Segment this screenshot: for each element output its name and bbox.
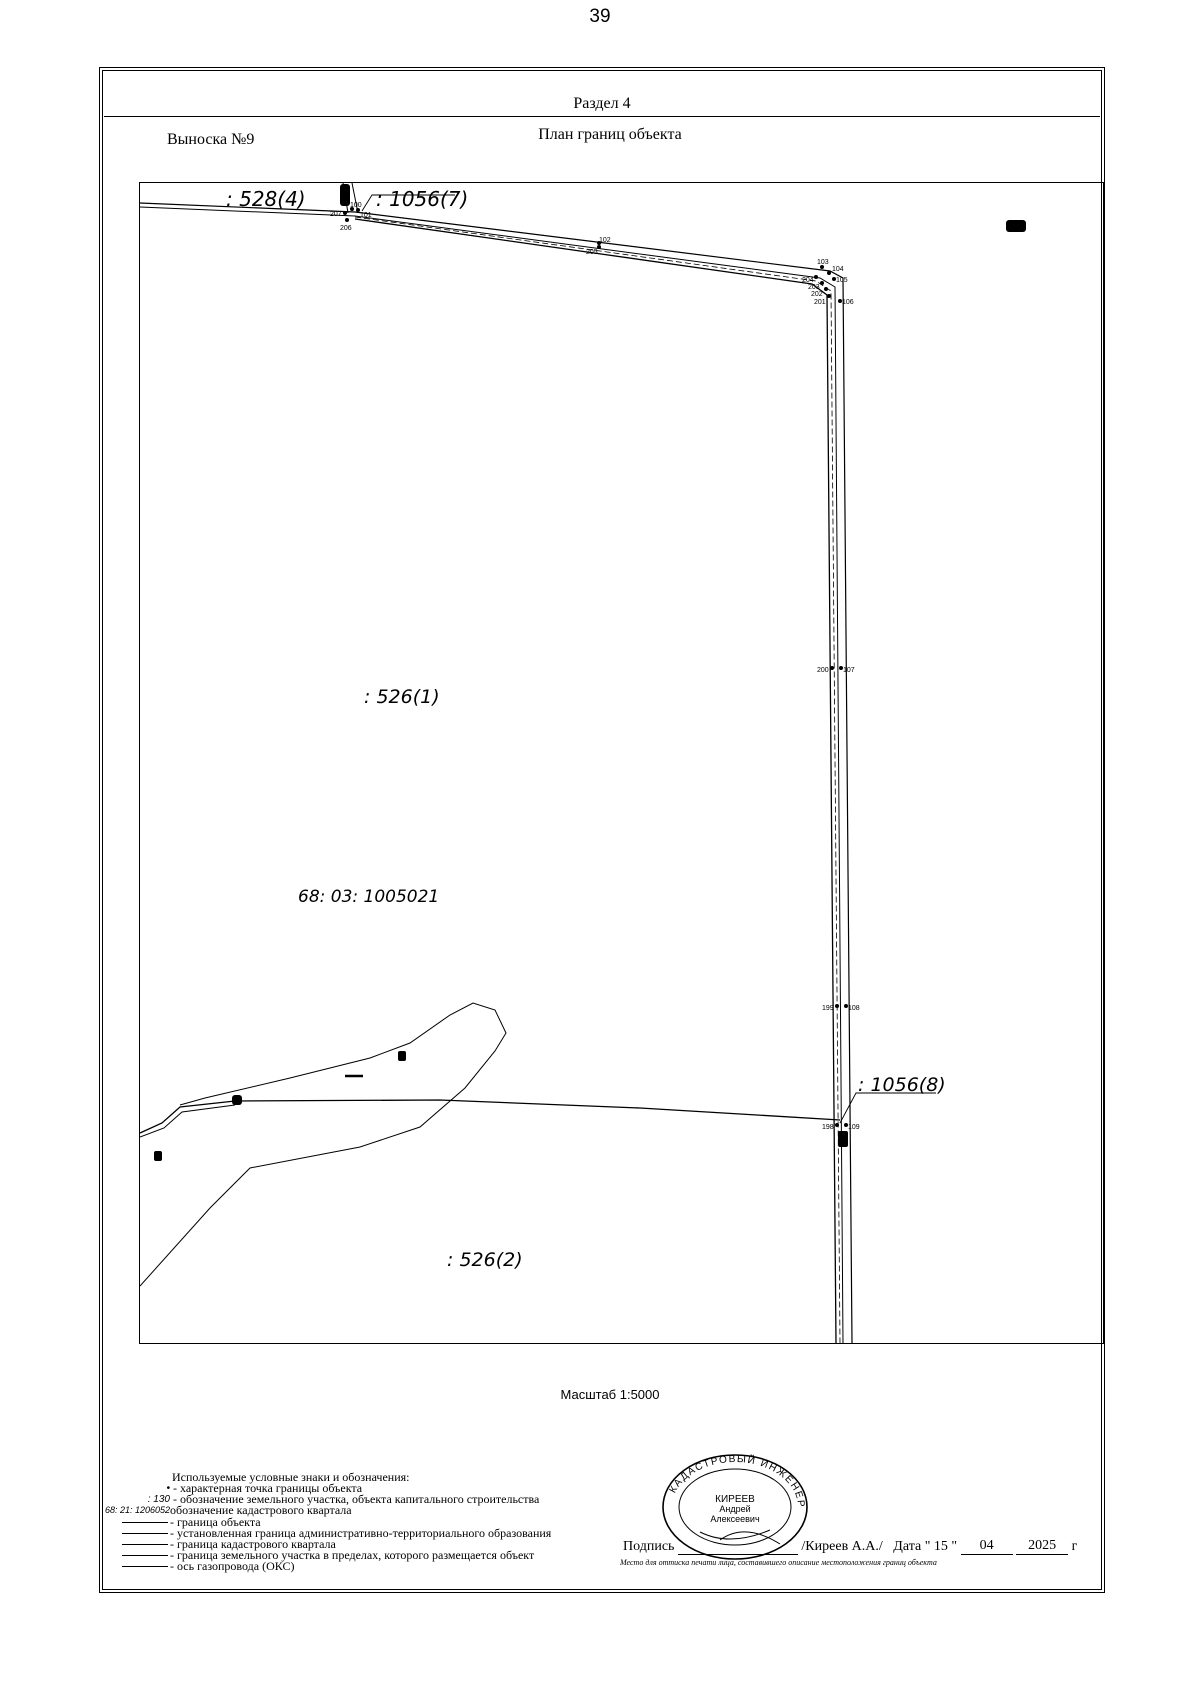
plan-title: План границ объекта (538, 126, 682, 143)
document-frame (102, 70, 1102, 1590)
legend-item: - граница кадастрового квартала (100, 1538, 640, 1550)
svg-text:Алексеевич: Алексеевич (710, 1514, 760, 1524)
legend: •- характерная точка границы объекта : 1… (100, 1482, 640, 1573)
signer-name: /Киреев А.А./ (801, 1539, 883, 1554)
black-marker (398, 1051, 406, 1061)
quarter-boundary-top (354, 218, 837, 1343)
svg-text:КИРЕЕВ: КИРЕЕВ (715, 1494, 755, 1505)
black-marker (838, 1131, 848, 1147)
line-symbol-icon (122, 1566, 168, 1568)
leader-line (839, 1092, 936, 1124)
black-marker (1006, 220, 1026, 232)
plot-label-1056-8: : 1056(8) (858, 1074, 946, 1096)
point-label: 204 (802, 277, 814, 284)
date-label: Дата " 15 " (893, 1539, 958, 1554)
point-label: 105 (836, 277, 848, 284)
gas-axis (354, 216, 841, 1343)
plot-label-symbol: : 130 (147, 1494, 170, 1506)
point-label: 104 (832, 266, 844, 273)
point-label: 102 (599, 237, 611, 244)
point-label: 199 (822, 1005, 834, 1012)
point-label: 207 (330, 211, 342, 218)
point-label: 108 (848, 1005, 860, 1012)
line-symbol-icon (122, 1544, 168, 1546)
plot-label-526-2: : 526(2) (447, 1249, 523, 1271)
point-label: 202 (811, 291, 823, 298)
point-label: 101 (360, 212, 372, 219)
date-suffix: г (1071, 1539, 1078, 1554)
page-number: 39 (589, 6, 611, 27)
point-label: 205 (586, 249, 598, 256)
cadastral-quarter-label: 68: 03: 1005021 (298, 887, 439, 907)
plot-label-528-4: : 528(4) (226, 187, 306, 211)
signature-field[interactable] (677, 1554, 798, 1555)
point-label: 107 (843, 667, 855, 674)
date-year: 2025 (1016, 1538, 1069, 1555)
quarter-label-symbol: 68: 21: 1206052 (104, 1505, 170, 1516)
section-title: Раздел 4 (573, 95, 631, 112)
point-label: 109 (848, 1124, 860, 1131)
date-month: 04 (960, 1538, 1013, 1555)
section-header-bar (104, 90, 1100, 117)
point-symbol-icon: • (166, 1483, 170, 1494)
legend-item: - установленная граница административно-… (100, 1527, 640, 1539)
callout-title: Выноска №9 (167, 131, 255, 148)
legend-item: - граница объекта (100, 1515, 640, 1528)
plot-boundary-south (140, 1104, 236, 1138)
legend-item: •- характерная точка границы объекта (100, 1482, 640, 1494)
legend-item: - ось газопровода (ОКС) (100, 1560, 640, 1572)
point-label: 203 (808, 284, 820, 291)
black-marker (340, 184, 350, 206)
quarter-boundary-south (140, 1099, 841, 1134)
plot-label-526-1: : 526(1) (364, 686, 440, 708)
line-symbol-icon (122, 1532, 168, 1534)
point-label: 106 (842, 299, 854, 306)
seal-stamp: КАДАСТРОВЫЙ ИНЖЕНЕР КИРЕЕВ Андрей Алексе… (662, 1453, 808, 1560)
curved-plot-boundary (140, 1002, 507, 1287)
stamp-place-note: Место для оттиска печати лица, составивш… (620, 1558, 937, 1567)
point-label: 103 (817, 259, 829, 266)
legend-item: - граница земельного участка в пределах,… (100, 1549, 640, 1561)
map-frame (139, 182, 1104, 1344)
leader-line (361, 194, 455, 212)
point-label: 201 (814, 299, 826, 306)
object-boundary-top (140, 206, 844, 1343)
legend-item: : 130- обозначение земельного участка, о… (100, 1493, 640, 1506)
black-marker (232, 1095, 242, 1105)
scale-label: Масштаб 1:5000 (560, 1387, 660, 1402)
plot-boundary-top (140, 202, 853, 1343)
plot-label-1056-7: : 1056(7) (376, 187, 468, 211)
point-label: 206 (340, 225, 352, 232)
line-symbol-icon (122, 1521, 168, 1523)
black-marker (154, 1151, 162, 1161)
point-label: 200 (817, 667, 829, 674)
point-label: 100 (350, 202, 362, 209)
legend-heading: Используемые условные знаки и обозначени… (172, 1470, 410, 1484)
line-symbol-icon (122, 1555, 168, 1557)
signature-label: Подпись (623, 1539, 675, 1554)
signature-row: Подпись /Киреев А.А./ Дата " 15 " 04 202… (623, 1538, 1077, 1555)
point-label: 198 (822, 1124, 834, 1131)
characteristic-points (343, 207, 848, 1127)
svg-text:Андрей: Андрей (719, 1504, 750, 1514)
boundary-map: 100 101 207 206 102 205 103 104 105 204 … (140, 183, 1026, 1343)
